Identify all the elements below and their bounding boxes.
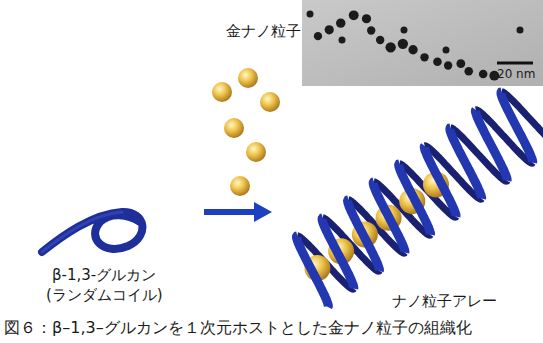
tem-particle [408,45,417,54]
tem-particle [325,25,334,34]
tem-particle [307,11,314,18]
random-coil [42,212,142,252]
scale-label: 20 nm [497,67,535,81]
tem-particle [339,37,346,44]
tem-particle [456,59,465,68]
tem-particle [349,10,359,20]
tem-particle [443,47,450,54]
figure-caption: 図６：β–1,3–グルカンを１次元ホストとした金ナノ粒子の組織化 [4,318,539,337]
helix-strand [348,200,380,271]
tem-particle [517,27,524,34]
tem-particle [367,26,375,34]
tem-particle [464,67,473,76]
material-label: 金ナノ粒子 [226,22,301,40]
helix-back [297,92,543,289]
tem-particle [444,61,452,69]
helix-strand [373,182,405,253]
polymer-label: β-1,3-グルカン [52,266,156,284]
helix-strand [501,92,533,163]
helix-strand [450,128,482,199]
tem-particle [401,27,408,34]
tem-image [302,0,543,86]
tem-particle [398,39,408,49]
tem-particle [336,18,345,27]
helix-strand [424,146,456,217]
process-arrow [204,202,272,222]
conformation-label: (ランダムコイル) [46,286,163,304]
tem-particle [376,36,384,44]
product-label: ナノ粒子アレー [392,292,497,310]
gold-nanoparticles [212,68,280,196]
helix-strand [322,218,354,289]
tem-particle [479,70,488,79]
tem-particle [385,42,395,52]
scale-bar [497,62,533,65]
tem-particle [420,53,428,61]
helix-front [297,92,533,307]
tem-particle [314,32,322,40]
helix-strand [297,236,329,307]
tem-particle [362,14,371,23]
tem-particle [433,58,442,67]
helix-strand [399,164,431,235]
helix-strand [475,110,507,181]
